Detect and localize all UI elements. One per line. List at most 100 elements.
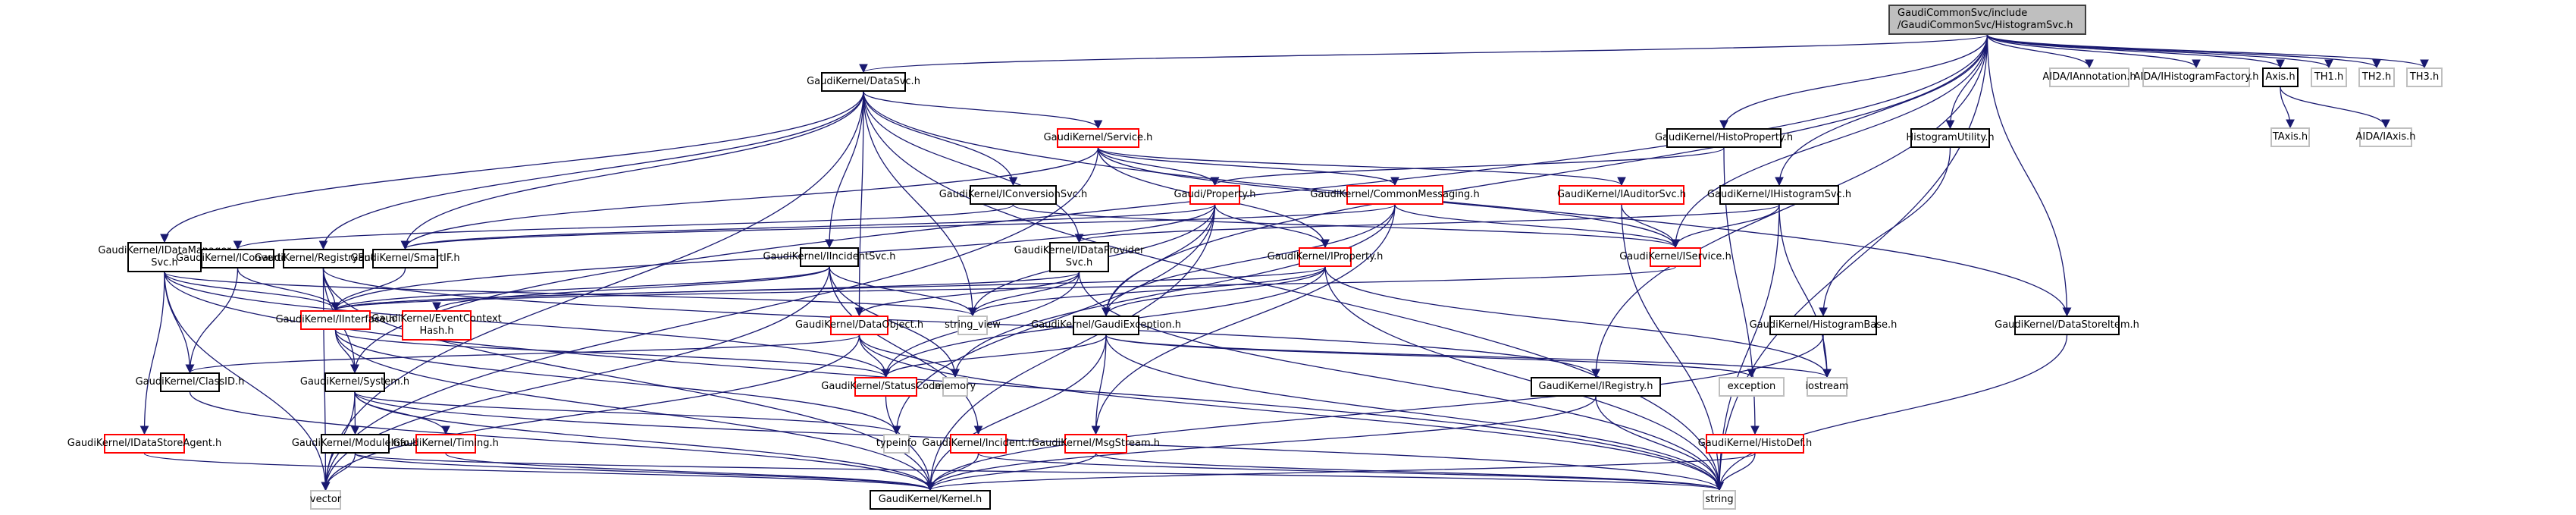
edge-dataobj-to-classid [186, 334, 860, 374]
edge-ihistsvc-to-iservice [1671, 204, 1780, 249]
node-iservice[interactable]: GaudiKernel/IService.h [1619, 247, 1731, 267]
edge-idatamgr-to-iinterface [164, 272, 340, 312]
edge-dataobj-to-memory [858, 334, 960, 378]
edge-iinterface-to-statuscode [334, 329, 891, 378]
edge-idsagent-to-kernel [143, 453, 935, 491]
node-idatamanagersvc[interactable]: GaudiKernel/IDataManager Svc.h [98, 242, 231, 272]
node-iincidentsvc[interactable]: GaudiKernel/IIncidentSvc.h [763, 247, 896, 267]
edge-dataobj-to-vector [321, 334, 860, 491]
edge-root-to-histoprop [1719, 34, 1988, 130]
edge-service-to-vector [321, 147, 1099, 491]
edge-iincident-to-evctx [432, 266, 830, 312]
node-classid[interactable]: GaudiKernel/ClassID.h [136, 372, 244, 392]
edge-ihistsvc-to-iostream [1778, 204, 1832, 378]
edge-iconverter-to-classid [185, 268, 239, 374]
edge-root-to-system [350, 34, 1988, 374]
node-typeinfo[interactable]: typeinfo [876, 434, 917, 454]
edge-iproperty-to-string_view [968, 266, 1326, 317]
node-iconverter[interactable]: GaudiKernel/IConverter.h [176, 249, 299, 268]
node-vector[interactable]: vector [310, 490, 341, 510]
node-msgstream[interactable]: GaudiKernel/MsgStream.h [1032, 434, 1160, 454]
edge-iincident-to-iinterface [331, 266, 830, 312]
node-gaudi-property[interactable]: Gaudi/Property.h [1174, 185, 1256, 205]
edge-datasvc-to-regentry [318, 91, 864, 250]
edge-timing-to-kernel [445, 453, 935, 491]
edge-iproperty-to-string [1324, 266, 1724, 491]
edge-msgstream-to-kernel [926, 453, 1097, 491]
node-commonmessaging[interactable]: GaudiKernel/CommonMessaging.h [1310, 185, 1480, 205]
node-th3[interactable]: TH3.h [2406, 68, 2443, 87]
edge-commonmsg-to-iservice [1394, 204, 1680, 249]
edge-datasvc-to-iincident [825, 91, 864, 249]
edge-iservice-to-iinterface [331, 266, 1676, 312]
node-aida-iaxis[interactable]: AIDA/IAxis.h [2356, 127, 2415, 147]
node-iregistry[interactable]: GaudiKernel/IRegistry.h [1531, 377, 1661, 397]
edge-histodef-to-string [1715, 453, 1756, 491]
node-aida-ihistogramfactory[interactable]: AIDA/IHistogramFactory.h [2133, 68, 2259, 87]
edge-datasvc-to-idatamgr [160, 91, 864, 243]
edge-axis-to-taxis [2280, 86, 2295, 129]
node-smartif[interactable]: GaudiKernel/SmartIF.h [350, 249, 460, 268]
node-registryentry[interactable]: GaudiKernel/RegistryEntry.h [255, 249, 392, 268]
node-th2[interactable]: TH2.h [2358, 68, 2395, 87]
edge-system-to-kernel [354, 391, 935, 491]
node-root-histogramsvc[interactable]: GaudiCommonSvc/include /GaudiCommonSvc/H… [1888, 5, 2086, 35]
node-iproperty[interactable]: GaudiKernel/IProperty.h [1268, 247, 1383, 267]
node-taxis[interactable]: TAxis.h [2270, 127, 2310, 147]
edge-iauditor-to-iservice [1621, 204, 1680, 249]
edge-iinterface-to-typeinfo [334, 329, 901, 435]
node-string[interactable]: string [1703, 490, 1736, 510]
node-iostream[interactable]: iostream [1805, 377, 1849, 397]
edge-root-to-iservice [1671, 34, 1988, 249]
node-incident[interactable]: GaudiKernel/Incident.h [922, 434, 1035, 454]
node-histogrambase[interactable]: GaudiKernel/HistogramBase.h [1750, 316, 1897, 335]
node-eventcontexthash[interactable]: GaudiKernel/EventContext Hash.h [371, 310, 502, 341]
edge-root-to-datasvc [859, 34, 1988, 74]
edge-gaudiexc-to-kernel [926, 334, 1107, 491]
node-histogramutility[interactable]: HistogramUtility.h [1906, 128, 1995, 148]
node-kernel[interactable]: GaudiKernel/Kernel.h [870, 490, 991, 510]
node-memory[interactable]: memory [935, 377, 976, 397]
node-th1[interactable]: TH1.h [2311, 68, 2347, 87]
edge-iincident-to-memory [829, 266, 960, 378]
node-datasvc[interactable]: GaudiKernel/DataSvc.h [807, 72, 920, 92]
edge-histbase-to-iostream [1822, 334, 1832, 378]
node-iinterface[interactable]: GaudiKernel/IInterface.h [276, 310, 395, 330]
edge-root-to-aida_ann [1986, 34, 2094, 69]
node-idatastoreagent[interactable]: GaudiKernel/IDataStoreAgent.h [67, 434, 221, 454]
edge-service-to-iauditor [1097, 147, 1626, 187]
edge-iregistry-to-string [1595, 396, 1724, 491]
edge-iincident-to-string_view [829, 266, 977, 317]
edge-axis-to-aida_axis [2280, 86, 2390, 129]
edge-service-to-commonmsg [1097, 147, 1399, 187]
node-dataobject[interactable]: GaudiKernel/DataObject.h [795, 316, 923, 335]
edge-root-to-histutil [1945, 34, 1988, 130]
node-iauditorsvc[interactable]: GaudiKernel/IAuditorSvc.h [1557, 185, 1686, 205]
node-datastoreitem[interactable]: GaudiKernel/DataStoreItem.h [1995, 316, 2139, 335]
edge-iinterface-to-kernel [334, 329, 935, 491]
edge-iconverter-to-iinterface [237, 268, 340, 312]
node-timing[interactable]: GaudiKernel/Timing.h [393, 434, 499, 454]
edge-gaudiexc-to-iostream [1105, 334, 1832, 378]
edge-dsitem-to-string [1715, 334, 2068, 491]
node-histodef[interactable]: GaudiKernel/HistoDef.h [1698, 434, 1812, 454]
node-aida-iannotation[interactable]: AIDA/IAnnotation.h [2042, 68, 2136, 87]
node-iconversionsvc[interactable]: GaudiKernel/IConversionSvc.h [939, 185, 1087, 205]
node-histoproperty[interactable]: GaudiKernel/HistoProperty.h [1655, 128, 1793, 148]
node-exception[interactable]: exception [1719, 377, 1785, 397]
node-service[interactable]: GaudiKernel/Service.h [1044, 128, 1152, 148]
edge-iregistry-to-kernel [926, 396, 1597, 491]
node-gaudiexception[interactable]: GaudiKernel/GaudiException.h [1031, 316, 1181, 335]
node-system[interactable]: GaudiKernel/System.h [300, 372, 409, 392]
node-idataprovidersvc[interactable]: GaudiKernel/IDataProvider Svc.h [1014, 242, 1144, 272]
node-moduleinfo[interactable]: GaudiKernel/ModuleInfo.h [292, 434, 418, 454]
edge-root-to-dsitem [1986, 34, 2072, 317]
edge-idataprov-to-string [1078, 272, 1724, 491]
node-string-view[interactable]: string_view [945, 316, 1001, 335]
edge-datasvc-to-dataobj [854, 91, 864, 317]
edge-ihistsvc-to-idataprov [1075, 204, 1780, 243]
node-statuscode[interactable]: GaudiKernel/StatusCode.h [821, 377, 951, 397]
node-ihistogramsvc[interactable]: GaudiKernel/IHistogramSvc.h [1707, 185, 1851, 205]
node-axis[interactable]: Axis.h [2262, 68, 2299, 87]
